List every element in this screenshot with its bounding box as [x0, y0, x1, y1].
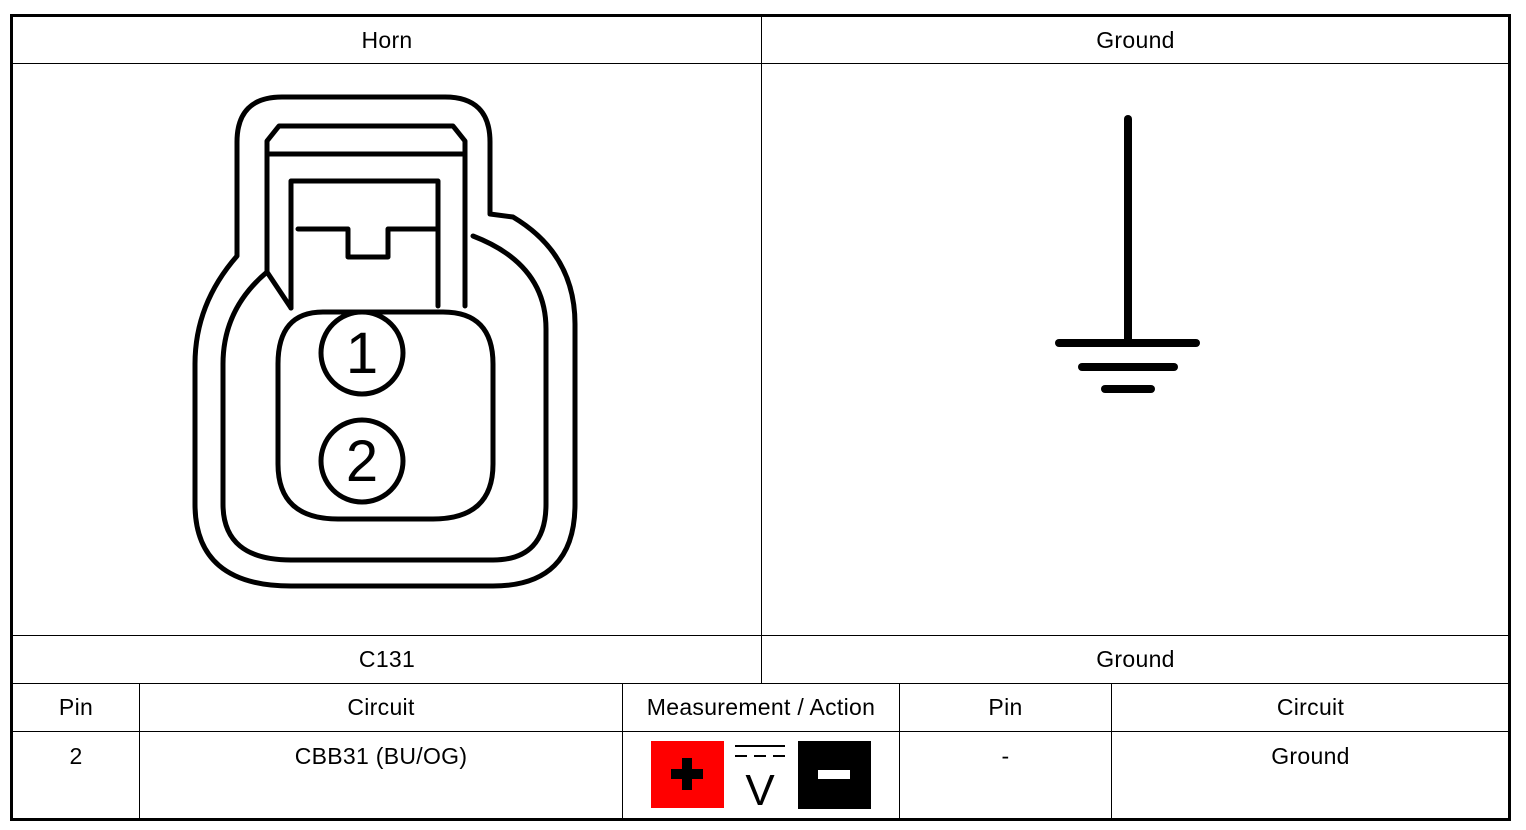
pin-1-circle [318, 309, 406, 397]
connector-latch-frame [264, 123, 468, 309]
grid-line [1111, 683, 1112, 818]
column-header-ground-pin: Pin [988, 694, 1023, 720]
ground-header: Ground [1096, 26, 1175, 53]
column-header-pin: Pin [58, 694, 94, 720]
connector-id-label: C131 [358, 646, 416, 672]
connector-pin-cavity [275, 309, 496, 522]
ground-label: Ground [1096, 646, 1175, 672]
pin-2-label: 2 [346, 429, 378, 494]
column-header-circuit: Circuit [347, 694, 415, 720]
pin-2-circle [318, 417, 406, 505]
grid-line [13, 683, 1509, 684]
grid-line [622, 683, 623, 818]
column-header-ground-circuit: Circuit [1276, 694, 1345, 720]
negative-lead-icon [798, 741, 871, 809]
ground-symbol-icon [1055, 115, 1200, 393]
row-pin-value: 2 [69, 743, 83, 769]
horn-connector-diagram: 1 2 [192, 94, 578, 589]
horn-header: Horn [361, 26, 413, 53]
column-header-measurement: Measurement / Action [646, 694, 876, 720]
grid-line [899, 683, 900, 818]
row-ground-pin-value: - [1001, 743, 1010, 769]
positive-lead-icon [651, 741, 724, 808]
connector-outer-housing [192, 94, 578, 589]
grid-line [13, 731, 1509, 732]
pin-1-label: 1 [346, 321, 378, 386]
row-circuit-value: CBB31 (BU/OG) [294, 743, 468, 769]
dc-voltage-symbol-icon: V [732, 741, 788, 815]
connector-inner-housing [220, 233, 549, 563]
row-ground-circuit-value: Ground [1271, 743, 1350, 769]
connector-latch-tab [288, 178, 441, 311]
pinout-table-frame [10, 14, 1511, 821]
grid-line [761, 17, 762, 683]
dc-voltage-meter-icon: V [651, 741, 872, 815]
voltage-letter: V [745, 766, 775, 810]
grid-line [139, 683, 140, 818]
